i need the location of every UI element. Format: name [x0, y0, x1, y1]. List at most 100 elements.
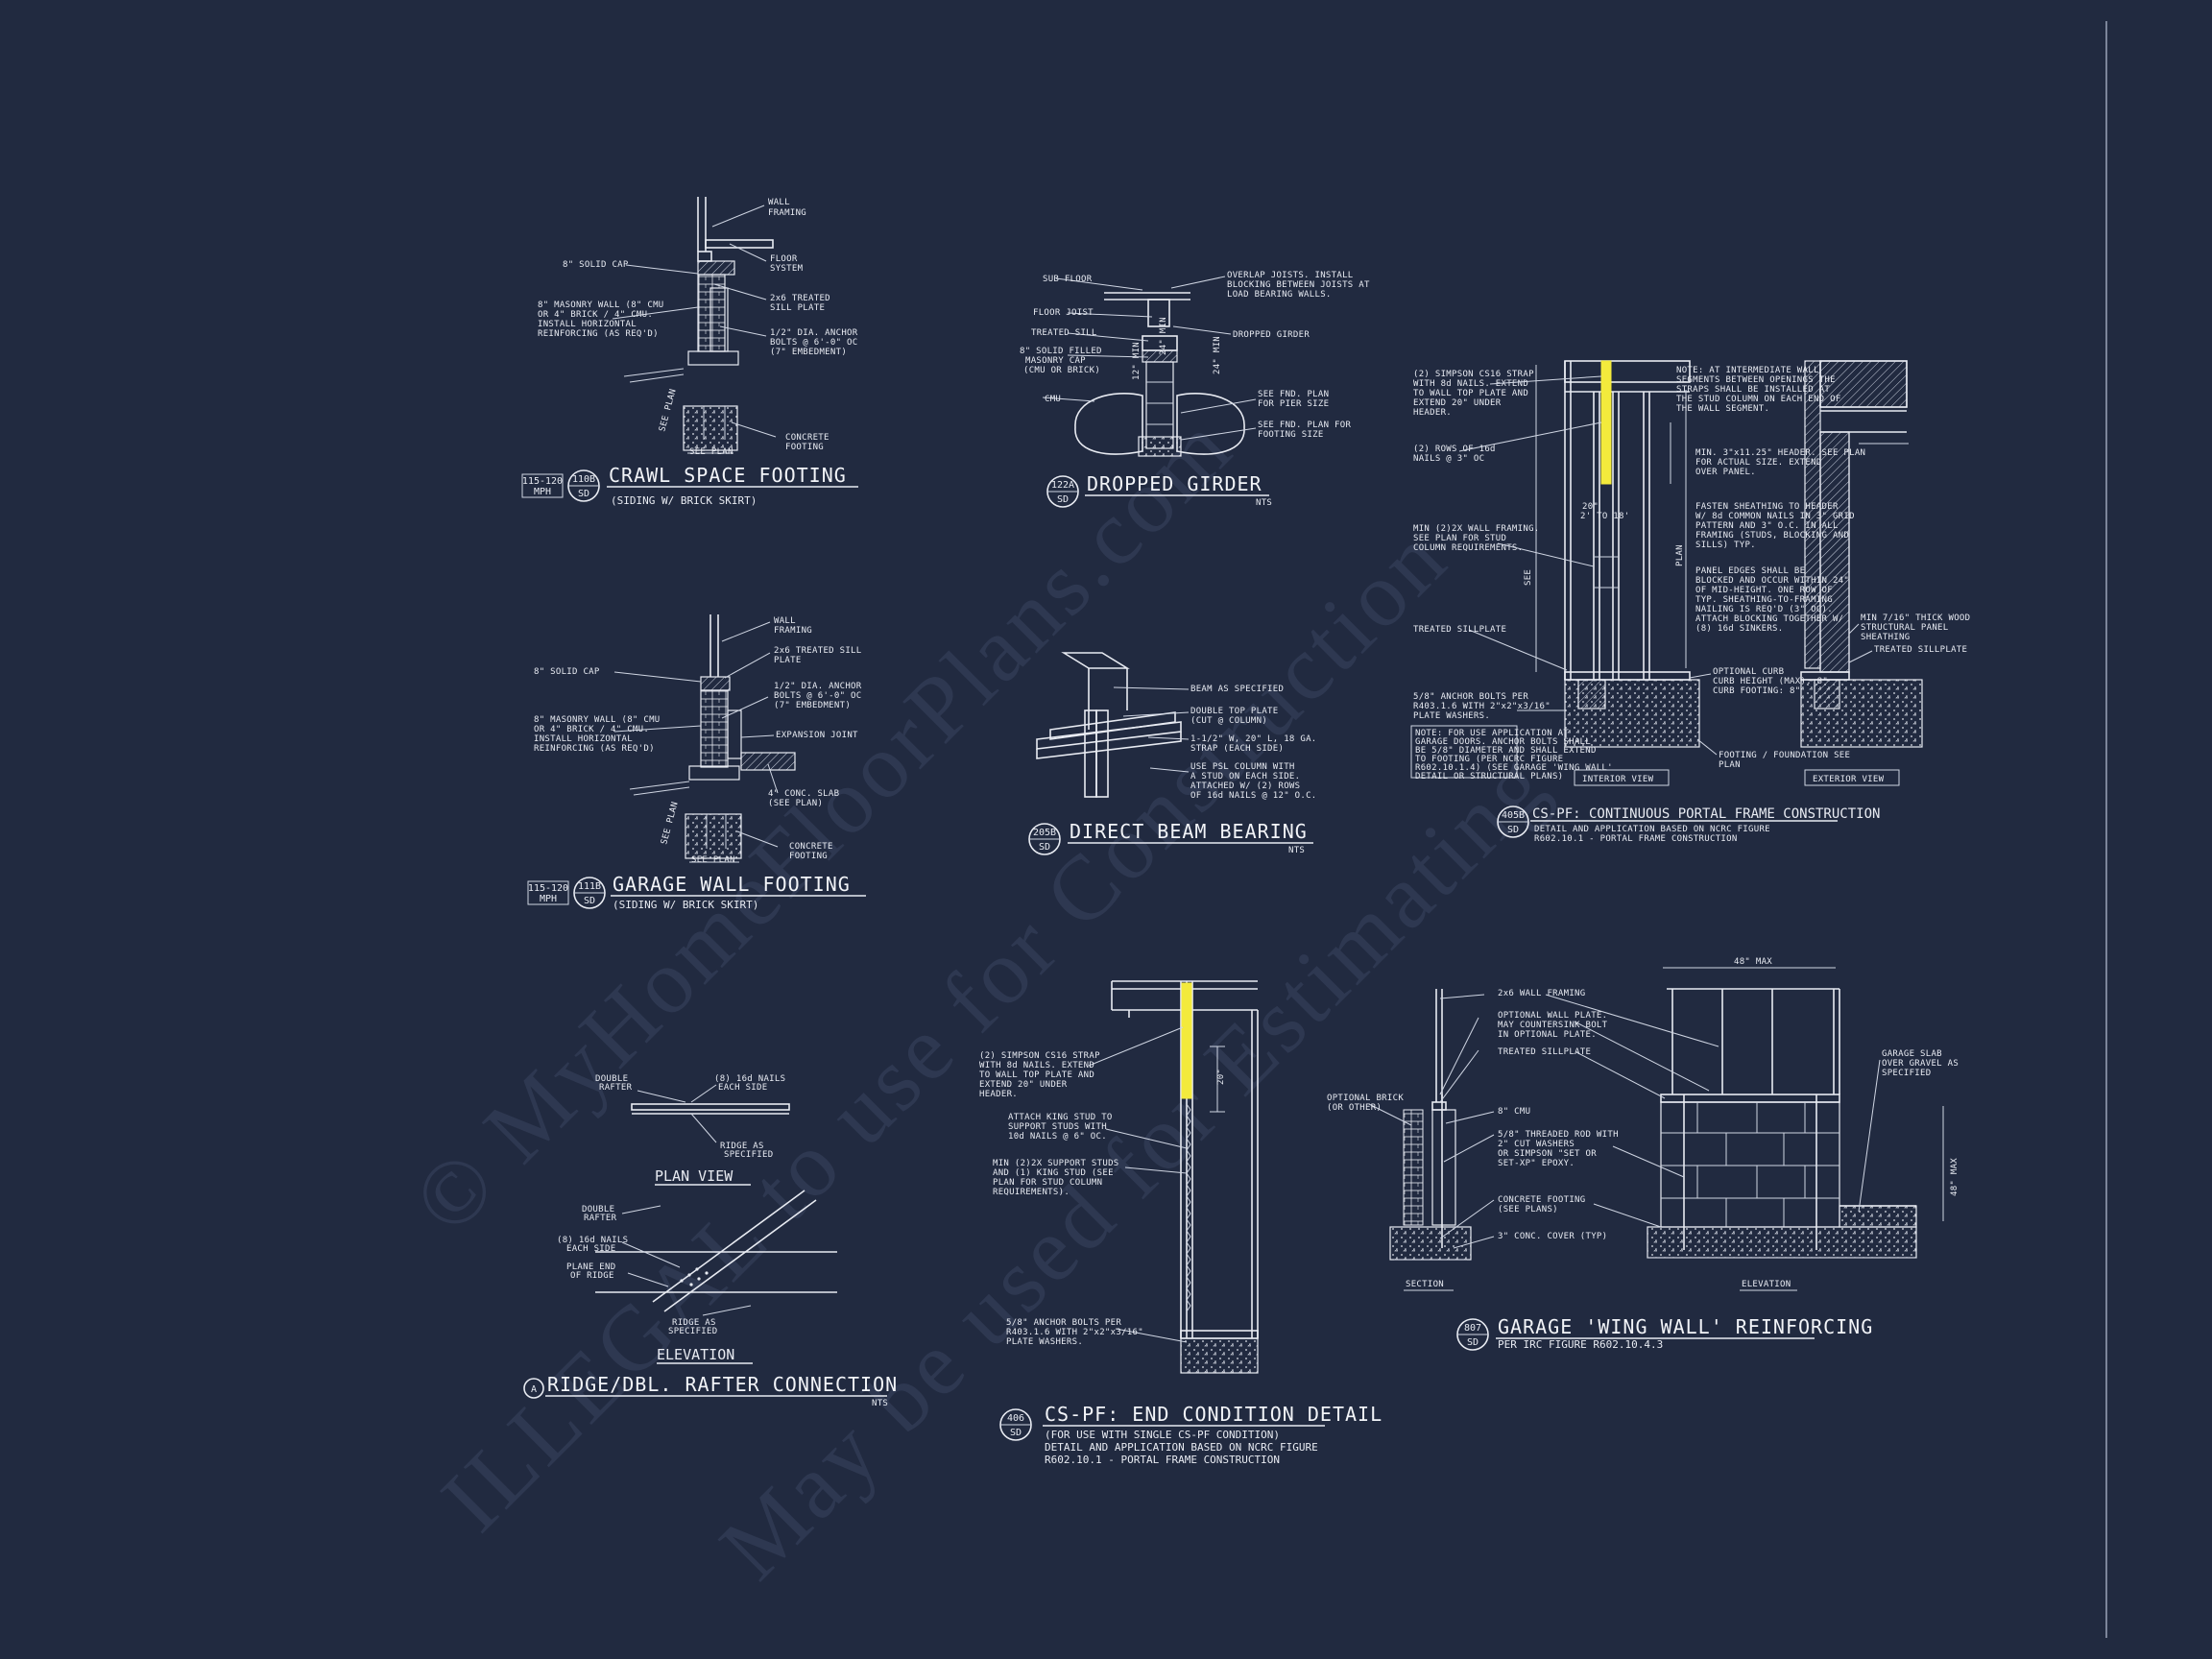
- detail-title: CS-PF: END CONDITION DETAIL: [1045, 1403, 1382, 1426]
- note: OF 16d NAILS @ 12" O.C.: [1190, 791, 1317, 801]
- elevation-label: ELEVATION: [1742, 1280, 1791, 1289]
- note: RIDGE AS: [720, 1142, 764, 1151]
- dimension: 48" MAX: [1734, 957, 1772, 967]
- note: FRAMING (STUDS, BLOCKING AND: [1695, 531, 1849, 541]
- note: SHEATHING: [1861, 633, 1910, 642]
- note: 2" CUT WASHERS: [1498, 1140, 1575, 1149]
- note: PLATE WASHERS.: [1413, 711, 1490, 721]
- note: 2x6 TREATED SILL: [774, 646, 862, 656]
- note: FOOTING: [785, 443, 824, 452]
- note: 3" CONC. COVER (TYP): [1498, 1232, 1607, 1241]
- exterior-view-label: EXTERIOR VIEW: [1813, 775, 1885, 784]
- portal-frame-detail: SEE PLAN 20" 2' TO 18' (2) SIMPSON CS16 …: [1410, 360, 1970, 844]
- note: FOOTING / FOUNDATION SEE: [1719, 751, 1850, 760]
- note: TREATED SILLPLATE: [1413, 625, 1506, 635]
- note: (CUT @ COLUMN): [1190, 716, 1267, 726]
- not-to-scale: NTS: [1288, 846, 1305, 855]
- note: (SEE PLAN): [768, 799, 823, 808]
- note: CURB FOOTING: 8": [1713, 686, 1801, 696]
- note: SILLS) TYP.: [1695, 541, 1756, 550]
- note: PLAN FOR STUD COLUMN: [993, 1178, 1102, 1188]
- note: INSTALL HORIZONTAL: [534, 734, 633, 744]
- detail-title: CS-PF: CONTINUOUS PORTAL FRAME CONSTRUCT…: [1532, 806, 1880, 822]
- note: EXTEND 20" UNDER: [979, 1080, 1068, 1090]
- note: WALL: [768, 198, 790, 207]
- dimension: 20": [1216, 1069, 1226, 1085]
- note: FOR ACTUAL SIZE. EXTEND: [1695, 458, 1822, 468]
- note: PLAN: [1719, 760, 1741, 770]
- note: SYSTEM: [770, 264, 804, 274]
- note: 8" MASONRY WALL (8" CMU: [538, 301, 664, 310]
- note: 8" SOLID FILLED: [1020, 347, 1102, 356]
- note: LOAD BEARING WALLS.: [1227, 290, 1332, 300]
- note: PLATE: [774, 656, 802, 665]
- note: PANEL EDGES SHALL BE: [1695, 566, 1805, 576]
- note: 1/2" DIA. ANCHOR: [774, 682, 862, 691]
- elevation-label: ELEVATION: [657, 1346, 734, 1363]
- note: CONCRETE FOOTING: [1498, 1195, 1586, 1205]
- note: OPTIONAL BRICK: [1327, 1094, 1404, 1103]
- note: OVER PANEL.: [1695, 468, 1756, 477]
- detail-number: 807: [1464, 1323, 1481, 1334]
- note: 10d NAILS @ 6" OC.: [1008, 1132, 1107, 1142]
- note: SPECIFIED: [724, 1150, 773, 1160]
- dimension: PLAN: [1675, 544, 1685, 566]
- note: HEADER.: [1413, 408, 1452, 418]
- detail-title: GARAGE WALL FOOTING: [613, 873, 851, 896]
- detail-number: 405B: [1502, 810, 1525, 821]
- note: REQUIREMENTS).: [993, 1188, 1070, 1197]
- detail-subtitle: DETAIL AND APPLICATION BASED ON NCRC FIG…: [1534, 825, 1770, 834]
- note: R602.10.1.4) (SEE GARAGE 'WING WALL': [1415, 763, 1613, 773]
- dimension: SEE: [1524, 569, 1533, 586]
- note: TO WALL TOP PLATE AND: [1413, 389, 1528, 398]
- note: SEE PLAN: [689, 447, 733, 457]
- note: (7" EMBEDMENT): [774, 701, 851, 710]
- note: SEE PLAN FOR STUD: [1413, 534, 1506, 543]
- note: GARAGE DOORS. ANCHOR BOLTS SHALL: [1415, 737, 1591, 747]
- note: FOR PIER SIZE: [1258, 399, 1329, 409]
- note: NOTE: FOR USE APPLICATION AT: [1415, 729, 1569, 738]
- note: (8) 16d NAILS: [714, 1074, 785, 1084]
- note: MIN 7/16" THICK WOOD: [1861, 613, 1970, 623]
- direct-beam-bearing-detail: BEAM AS SPECIFIED DOUBLE TOP PLATE (CUT …: [1028, 652, 1317, 855]
- note: (2) SIMPSON CS16 STRAP: [1413, 370, 1534, 379]
- note: FASTEN SHEATHING TO HEADER: [1695, 502, 1839, 512]
- detail-number: 111B: [578, 881, 601, 892]
- garage-wall-footing-detail: WALL FRAMING 2x6 TREATED SILL PLATE 8" S…: [527, 614, 866, 911]
- note: STRAPS SHALL BE INSTALLED AT: [1676, 385, 1830, 395]
- note: SEE PLAN: [660, 801, 681, 846]
- note: INSTALL HORIZONTAL: [538, 320, 637, 329]
- note: MIN (2)2X SUPPORT STUDS: [993, 1159, 1119, 1168]
- note: REINFORCING (AS REQ'D): [534, 744, 655, 754]
- note: SEGMENTS BETWEEN OPENINGS THE: [1676, 375, 1836, 385]
- not-to-scale: NTS: [1256, 498, 1272, 508]
- watermark: © MyHomeFloorPlans.com ILLEGAL to use fo…: [393, 394, 1567, 1599]
- sheet-number: SD: [1057, 494, 1069, 505]
- note: 1/2" DIA. ANCHOR: [770, 328, 858, 338]
- note: 5/8" THREADED ROD WITH: [1498, 1130, 1619, 1140]
- note: OPTIONAL WALL PLATE.: [1498, 1011, 1607, 1021]
- note: MIN (2)2X WALL FRAMING.: [1413, 524, 1540, 534]
- note: 4" CONC. SLAB: [768, 789, 839, 799]
- note: CURB HEIGHT (MAX): 8": [1713, 677, 1828, 686]
- note: BEAM AS SPECIFIED: [1190, 685, 1284, 694]
- note: NAILING IS REQ'D (3" OC).: [1695, 605, 1833, 614]
- note: (8) 16d SINKERS.: [1695, 624, 1784, 634]
- sheet-number: SD: [1507, 825, 1519, 835]
- note: COLUMN REQUIREMENTS.: [1413, 543, 1523, 553]
- not-to-scale: NTS: [872, 1399, 888, 1408]
- detail-number: 205B: [1033, 828, 1056, 838]
- note: GARAGE SLAB: [1882, 1049, 1942, 1059]
- note: ATTACH BLOCKING TOGETHER W/: [1695, 614, 1843, 624]
- note: THE STUD COLUMN ON EACH END OF: [1676, 395, 1841, 404]
- detail-subtitle: (SIDING W/ BRICK SKIRT): [613, 899, 758, 911]
- note: FLOOR JOIST: [1033, 308, 1094, 318]
- note: DOUBLE: [582, 1205, 614, 1214]
- note: 2' TO 18': [1580, 512, 1629, 521]
- note: EACH SIDE: [718, 1083, 767, 1093]
- note: FLOOR: [770, 254, 798, 264]
- note: STRUCTURAL PANEL: [1861, 623, 1949, 633]
- note: CMU: [1045, 395, 1061, 404]
- note: (8) 16d NAILS: [557, 1236, 628, 1245]
